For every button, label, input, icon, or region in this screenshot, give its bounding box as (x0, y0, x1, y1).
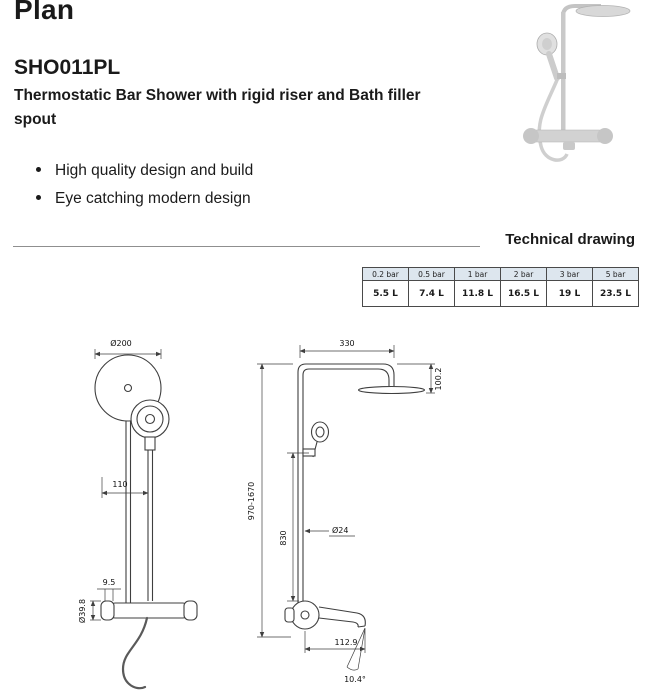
handset-holder (144, 436, 156, 451)
bullet-icon (36, 195, 41, 200)
dim-riser-diameter: Ø24 (332, 525, 348, 535)
photo-bracket (557, 73, 566, 79)
dim-spout-length: 112.9 (335, 638, 358, 647)
handset-bracket (302, 448, 316, 457)
flow-value-cell: 23.5 L (592, 280, 639, 307)
flow-value-cell: 5.5 L (362, 280, 409, 307)
photo-hose (537, 79, 569, 162)
flow-header-cell: 0.2 bar (362, 267, 409, 281)
flow-value-row: 5.5 L 7.4 L 11.8 L 16.5 L 19 L 23.5 L (362, 280, 639, 307)
front-view-drawing: Ø200 110 9.5 Ø39.8 (77, 338, 198, 690)
flow-value-cell: 16.5 L (500, 280, 547, 307)
flow-header-row: 0.2 bar 0.5 bar 1 bar 2 bar 3 bar 5 bar (362, 267, 639, 281)
angle-arc (346, 666, 359, 671)
technical-drawing-label: Technical drawing (505, 231, 635, 248)
spout-bottom-line (318, 617, 359, 628)
photo-valve (530, 129, 606, 143)
angle-line (346, 627, 366, 668)
flow-header-cell: 1 bar (454, 267, 501, 281)
valve-side (290, 600, 320, 630)
section-divider (13, 246, 480, 247)
valve-knob-right (183, 600, 198, 621)
riser-arm-outer (297, 363, 395, 613)
spout-top-line (318, 606, 366, 627)
dim-overall-height: 970-1670 (247, 482, 256, 521)
dim-head-drop: 100.2 (434, 368, 443, 391)
feature-item: High quality design and build (36, 162, 253, 180)
angle-line (357, 627, 366, 670)
flow-header-cell: 2 bar (500, 267, 547, 281)
photo-spout (563, 142, 575, 150)
flow-rate-table: 0.2 bar 0.5 bar 1 bar 2 bar 3 bar 5 bar … (362, 267, 639, 307)
flow-value-cell: 11.8 L (454, 280, 501, 307)
valve-side-knob (284, 607, 295, 623)
spout-tip (357, 625, 366, 628)
shower-head-center (123, 383, 133, 393)
product-code: SHO011PL (14, 56, 121, 79)
shower-hose (121, 616, 149, 690)
feature-item: Eye catching modern design (36, 190, 253, 208)
dim-valve-clearance: 9.5 (103, 578, 116, 587)
flow-header-cell: 0.5 bar (408, 267, 455, 281)
flow-header-cell: 5 bar (592, 267, 639, 281)
shower-head-outline (94, 354, 162, 422)
dim-valve-diameter: Ø39.8 (77, 599, 87, 623)
handset-side (310, 421, 330, 443)
riser-arm-inner (302, 368, 390, 613)
feature-text: Eye catching modern design (55, 190, 251, 207)
dim-spout-angle: 10.4° (344, 675, 366, 684)
valve-knob-left (100, 600, 115, 621)
bullet-icon (36, 167, 41, 172)
side-view-drawing: 330 100.2 970-1670 830 Ø24 (247, 339, 443, 684)
photo-handset-handle (546, 51, 560, 81)
feature-list: High quality design and build Eye catchi… (36, 162, 253, 218)
flow-value-cell: 19 L (546, 280, 593, 307)
handset-center (144, 413, 156, 425)
product-image (523, 4, 631, 162)
product-description: Thermostatic Bar Shower with rigid riser… (14, 87, 421, 129)
valve-body (110, 602, 188, 619)
photo-handset-face (542, 38, 552, 50)
dim-bracket-offset: 110 (112, 480, 127, 489)
valve-side-center (300, 610, 310, 620)
handset-side-face (315, 426, 325, 438)
flow-header-cell: 3 bar (546, 267, 593, 281)
feature-text: High quality design and build (55, 162, 254, 179)
flow-value-cell: 7.4 L (408, 280, 455, 307)
dim-head-diameter: Ø200 (110, 338, 132, 348)
page-title: Plan (14, 0, 75, 25)
photo-valve-knob-left (523, 128, 539, 144)
photo-shower-head (575, 5, 631, 17)
photo-valve-knob-right (597, 128, 613, 144)
shower-head-side (357, 385, 426, 395)
dim-rail-height: 830 (279, 530, 288, 545)
dim-arm-length: 330 (339, 339, 354, 348)
handset-face (136, 405, 164, 433)
